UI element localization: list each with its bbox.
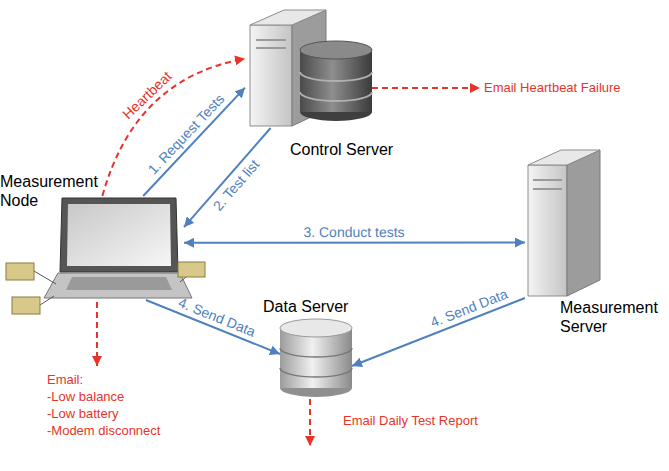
email-note: -Low balance	[47, 389, 124, 405]
laptop-keyboard	[66, 277, 172, 290]
database-node: Data Server	[280, 318, 352, 398]
email-note: Email:	[47, 372, 83, 388]
laptop-screen	[67, 204, 171, 266]
drive-slot	[533, 179, 562, 181]
connector-arrow	[184, 128, 271, 227]
server-side	[567, 150, 600, 296]
node-label: Measurement Server	[560, 298, 669, 336]
email-note: -Low battery	[47, 406, 119, 422]
database-band	[280, 348, 352, 357]
database-top	[280, 319, 352, 337]
database-band	[300, 72, 372, 81]
edge-label: 4. Send Data	[428, 286, 510, 331]
modem-symbol	[6, 263, 34, 280]
connector-arrow	[184, 242, 525, 244]
server-top	[250, 10, 326, 25]
server-top	[528, 150, 600, 165]
drive-slot	[533, 188, 562, 190]
server-node: Measurement Server	[525, 148, 601, 298]
database-top	[300, 41, 372, 59]
edge-label: 2. Test list	[210, 157, 263, 214]
edge-label: Heartbeat	[119, 68, 174, 122]
modem-cable	[40, 296, 54, 305]
modem-cable	[34, 271, 56, 284]
laptop-base	[44, 273, 192, 298]
modem-cable	[180, 277, 186, 282]
email-note: Email Daily Test Report	[343, 413, 478, 429]
email-arrow	[372, 87, 480, 89]
edge-label: 1. Request Tests	[145, 91, 228, 178]
modem-symbol	[12, 297, 40, 314]
email-arrow	[96, 302, 98, 366]
laptop-node: Measurement Node	[48, 196, 184, 300]
email-arrow	[309, 399, 311, 446]
email-note: Email Heartbeat Failure	[484, 80, 621, 96]
modem-symbol	[178, 262, 205, 277]
drive-slot	[256, 39, 286, 41]
server-front	[528, 165, 567, 296]
node-label: Data Server	[263, 297, 348, 316]
server-node: Control Server	[245, 2, 373, 128]
edge-label: 3. Conduct tests	[304, 224, 405, 240]
email-note: -Modem disconnect	[47, 423, 160, 439]
connector-arrow	[352, 298, 525, 366]
server-front	[250, 25, 292, 126]
laptop-screen-frame	[60, 198, 178, 272]
edge-label: 4. Send Data	[176, 294, 258, 339]
connector-arrow	[102, 59, 245, 196]
node-label: Measurement Node	[0, 172, 95, 210]
drive-slot	[256, 47, 286, 49]
database-band	[280, 368, 352, 377]
database-band	[300, 92, 372, 101]
node-label: Control Server	[290, 140, 393, 159]
